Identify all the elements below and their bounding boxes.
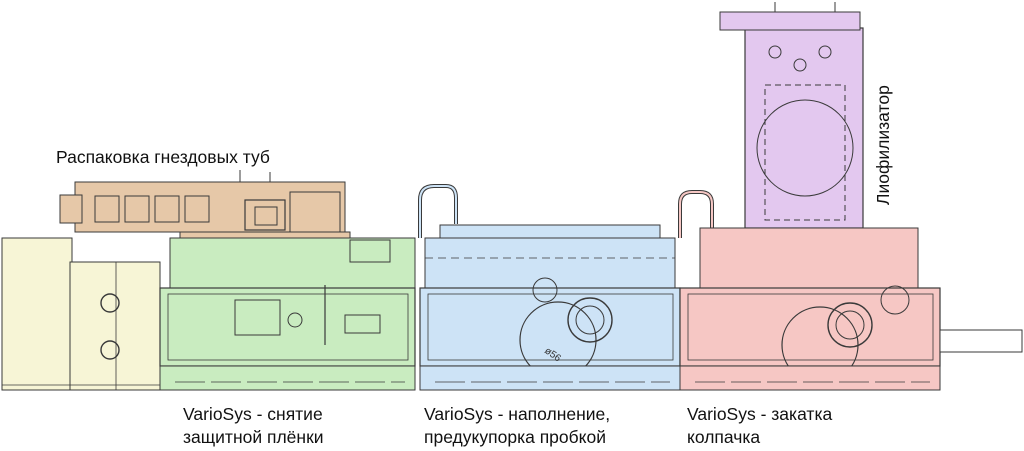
filling-label-line2: предукупорка пробкой: [424, 427, 607, 447]
filling-label-line1: VarioSys - наполнение,: [424, 404, 611, 424]
depacking-label: Распаковка гнездовых туб: [56, 147, 270, 167]
infeed-cabinet: [1, 237, 161, 391]
filling-module: ø56: [418, 184, 681, 391]
film-removal-label-line1: VarioSys - снятие: [183, 404, 323, 424]
lyophilizer-label: Лиофилизатор: [873, 85, 893, 205]
film-removal-label-line2: защитной плёнки: [183, 427, 324, 447]
capping-label-line1: VarioSys - закатка: [687, 404, 833, 424]
capping-label-line2: колпачка: [687, 427, 761, 447]
film-removal-module: [159, 237, 416, 391]
capping-module: [678, 190, 1023, 391]
lyophilizer-label-wrap: Лиофилизатор: [873, 85, 894, 205]
lyophilizer-unit: [719, 2, 864, 229]
